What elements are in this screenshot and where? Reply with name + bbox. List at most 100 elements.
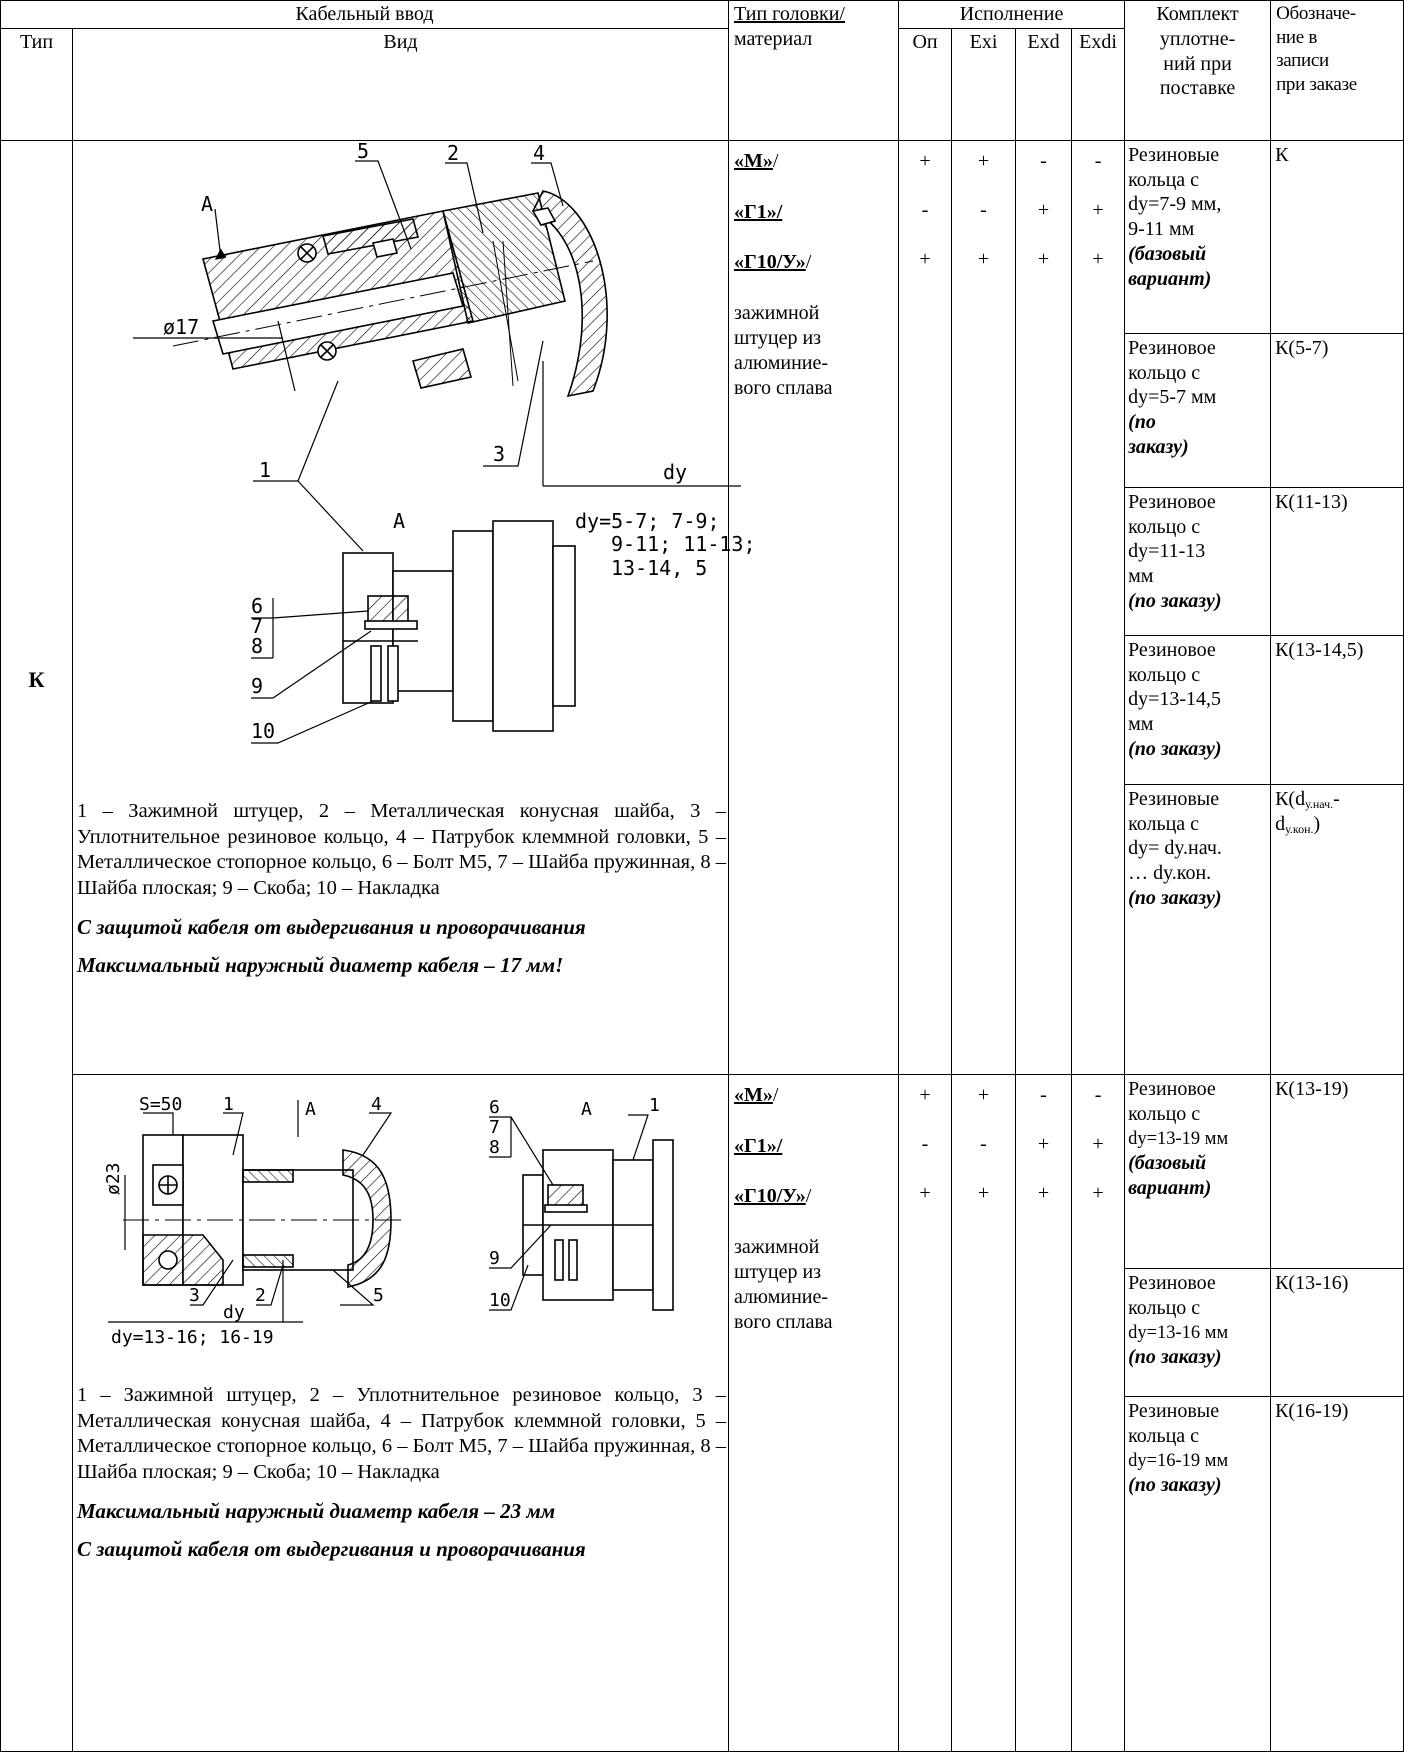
block2-mat-desc-2: штуцер из bbox=[734, 1260, 822, 1283]
header-cable-entry: Кабельный ввод bbox=[0, 0, 730, 29]
b1k3-n1: (по заказу) bbox=[1128, 589, 1222, 612]
b2-label-10: 10 bbox=[489, 1290, 511, 1311]
b2k1-l1: Резиновое bbox=[1128, 1077, 1216, 1100]
block2-material-g1: «Г1»/ bbox=[734, 1134, 893, 1159]
b2-label-1b: 1 bbox=[649, 1095, 660, 1116]
b1c5-sub2: у.кон. bbox=[1285, 821, 1314, 836]
header-kit-line1: Комплект bbox=[1156, 3, 1239, 25]
b1-label-3: 3 bbox=[493, 442, 505, 466]
b2-exec-exd-g1: + bbox=[1037, 1132, 1050, 1155]
b2-exec-exi-m: + bbox=[977, 1083, 990, 1106]
b2-label-4: 4 bbox=[371, 1094, 382, 1115]
block1-legend: 1 – Зажимной штуцер, 2 – Металлическая к… bbox=[77, 799, 727, 900]
b1-label-7: 7 bbox=[251, 614, 263, 638]
b1k3-l2: кольцо с bbox=[1128, 515, 1201, 538]
block1-kit-3: Резиновое кольцо с dy=11-13 мм (по заказ… bbox=[1124, 486, 1272, 636]
b1-label-A2: А bbox=[393, 509, 405, 533]
block1-exec-op: +-+ bbox=[898, 139, 953, 1075]
block1-material-g10-code: «Г10/У» bbox=[734, 251, 806, 274]
block1-exec-exd: -++ bbox=[1015, 139, 1073, 1075]
block2-kit-3: Резиновые кольца с dy=16-19 мм (по заказ… bbox=[1124, 1395, 1272, 1752]
header-kit-line4: поставке bbox=[1159, 77, 1236, 100]
b1-exec-exd-g1: + bbox=[1037, 198, 1050, 221]
b2-label-3: 3 bbox=[189, 1285, 200, 1306]
b2-label-1: 1 bbox=[223, 1094, 234, 1115]
b2k3-l1: Резиновые bbox=[1128, 1399, 1220, 1422]
block2-mat-desc-4: вого сплава bbox=[734, 1310, 833, 1333]
block1-material-desc: зажимной штуцер из алюминие- вого сплава bbox=[734, 301, 893, 400]
b1k4-l1: Резиновое bbox=[1128, 638, 1216, 661]
b1-exec-exi-m: + bbox=[977, 149, 990, 172]
block1-exec-exi: +-+ bbox=[951, 139, 1017, 1075]
b1k5-l1: Резиновые bbox=[1128, 787, 1220, 810]
b1-dy-list-1: dy=5-7; 7-9; bbox=[575, 509, 720, 533]
b1-exec-exi-g10: + bbox=[977, 247, 990, 270]
header-code-line1: Обозначе- bbox=[1276, 3, 1356, 24]
block1-materials-cell: «М» / «Г1»/ «Г10/У»/ зажимной штуцер из а… bbox=[728, 139, 900, 1075]
header-exec-exi: Exi bbox=[951, 27, 1017, 141]
block1-drawing: 5 2 4 А ø17 3 dy 1 А dy=5-7; 7-9; 9-11; … bbox=[133, 139, 756, 744]
header-exec-op: Оп bbox=[898, 27, 953, 141]
block2-code-1: К(13-19) bbox=[1270, 1073, 1404, 1269]
block1-kit-1: Резиновые кольца с dy=7-9 мм, 9-11 мм (б… bbox=[1124, 139, 1272, 334]
b1c5-end: ) bbox=[1313, 812, 1321, 835]
b1k2-n1: (по bbox=[1128, 411, 1156, 434]
b1-label-d17: ø17 bbox=[163, 315, 199, 339]
block2-view-cell: S=50 1 А 4 ø23 3 2 5 dy dy=13-16; 16-19 … bbox=[71, 1073, 730, 1752]
b2k3-l2: кольца с bbox=[1128, 1424, 1200, 1447]
b2k3-l3: dy=16-19 мм bbox=[1128, 1451, 1229, 1472]
b2-label-A: А bbox=[305, 1099, 316, 1120]
b2-exec-op-m: + bbox=[919, 1083, 931, 1106]
block1-mat-desc-4: вого сплава bbox=[734, 376, 833, 399]
block1-material-g10: «Г10/У»/ bbox=[734, 250, 893, 275]
block2-note-1: Максимальный наружный диаметр кабеля – 2… bbox=[77, 1499, 556, 1524]
b1-dy-list-3: 13-14, 5 bbox=[611, 556, 707, 580]
b2k2-l1: Резиновое bbox=[1128, 1271, 1216, 1294]
b2-label-s50: S=50 bbox=[139, 1094, 182, 1115]
block2-mat-desc-3: алюминие- bbox=[734, 1285, 829, 1308]
b2-exec-exi-g1: - bbox=[980, 1132, 987, 1155]
b2-exec-exdi-g1: + bbox=[1092, 1132, 1104, 1155]
b1c5-sub1: у.нач. bbox=[1305, 796, 1334, 811]
b1k1-n1: (базовый bbox=[1128, 242, 1207, 265]
header-code-line2: ние в bbox=[1276, 26, 1318, 48]
block2-legend: 1 – Зажимной штуцер, 2 – Уплотнительное … bbox=[77, 1383, 727, 1484]
header-code-line4: при заказе bbox=[1276, 73, 1357, 95]
b1-exec-op-g10: + bbox=[919, 247, 931, 270]
block2-materials-cell: «М»/ «Г1»/ «Г10/У»/ зажимной штуцер из а… bbox=[728, 1073, 900, 1752]
b1k1-l4: 9-11 мм bbox=[1128, 218, 1195, 241]
block1-note-1: С защитой кабеля от выдергивания и прово… bbox=[77, 915, 586, 940]
b1k5-n1: (по заказу) bbox=[1128, 886, 1222, 909]
block2-drawing: S=50 1 А 4 ø23 3 2 5 dy dy=13-16; 16-19 … bbox=[103, 1094, 674, 1348]
b1-label-10: 10 bbox=[251, 719, 275, 743]
block1-material-m-code: «М» bbox=[734, 149, 773, 172]
b1-exec-exd-m: - bbox=[1040, 149, 1047, 172]
block2-kit-1: Резиновое кольцо с dy=13-19 мм (базовый … bbox=[1124, 1073, 1272, 1269]
header-head-type-line2: материал bbox=[734, 27, 813, 50]
b1k2-l3: dy=5-7 мм bbox=[1128, 386, 1217, 409]
block1-code-5: К(dу.нач.-dу.кон.) bbox=[1270, 783, 1404, 1075]
b2k1-l2: кольцо с bbox=[1128, 1102, 1201, 1125]
block1-material-g1-code: «Г1»/ bbox=[734, 200, 783, 223]
b1-label-1: 1 bbox=[259, 458, 271, 482]
b1-exec-exdi-m: - bbox=[1094, 149, 1102, 172]
b2-label-9: 9 bbox=[489, 1248, 500, 1269]
b1k2-l2: кольцо с bbox=[1128, 361, 1201, 384]
block2-kit-2: Резиновое кольцо с dy=13-16 мм (по заказ… bbox=[1124, 1267, 1272, 1397]
header-exec-exd: Exd bbox=[1015, 27, 1073, 141]
b2-exec-exd-m: - bbox=[1040, 1083, 1047, 1106]
block1-note-2: Максимальный наружный диаметр кабеля – 1… bbox=[77, 953, 564, 978]
b2-label-2: 2 bbox=[255, 1285, 266, 1306]
block2-exec-exdi: -++ bbox=[1071, 1073, 1126, 1752]
b1k5-l3: dy= dy.нач. bbox=[1128, 837, 1222, 860]
block1-kit-2: Резиновое кольцо с dy=5-7 мм (по заказу) bbox=[1124, 332, 1272, 488]
block1-exec-exdi: -++ bbox=[1071, 139, 1126, 1075]
block1-code-4: К(13-14,5) bbox=[1270, 634, 1404, 785]
b2k1-n1: (базовый bbox=[1128, 1152, 1207, 1175]
block2-material-m-code: «М» bbox=[734, 1083, 773, 1106]
b1-label-5: 5 bbox=[357, 139, 369, 163]
b1k1-l3: dy=7-9 мм, bbox=[1128, 193, 1222, 216]
b2-label-5: 5 bbox=[373, 1285, 384, 1306]
block1-material-g10-suffix: / bbox=[805, 251, 812, 274]
b2k2-l2: кольцо с bbox=[1128, 1296, 1201, 1319]
